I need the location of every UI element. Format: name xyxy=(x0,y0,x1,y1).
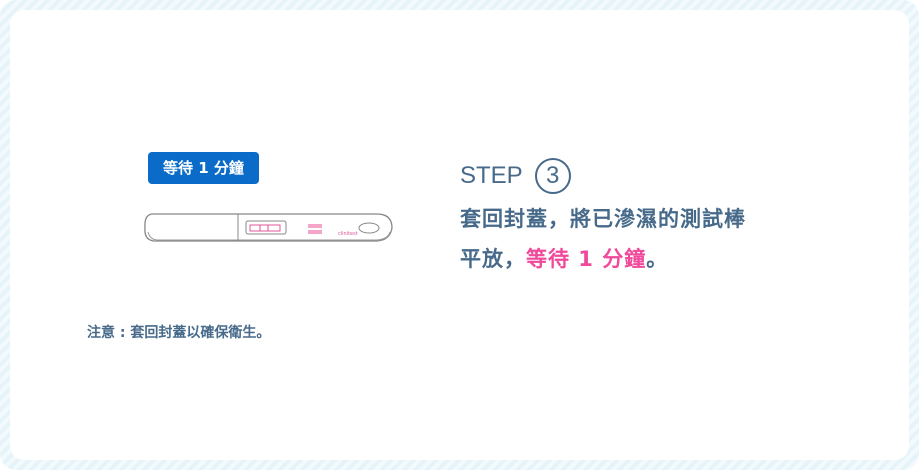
step-heading: STEP 3 xyxy=(460,158,571,194)
step-label: STEP xyxy=(460,162,523,189)
instruction-line-1: 套回封蓋，將已滲濕的測試棒 xyxy=(460,207,746,231)
test-stick-illustration: clinitest xyxy=(144,213,393,242)
instruction-suffix: 。 xyxy=(646,247,669,271)
instruction-highlight: 等待 1 分鐘 xyxy=(526,247,647,271)
hygiene-note: 注意 : 套回封蓋以確保衛生。 xyxy=(87,325,271,341)
step-number: 3 xyxy=(534,158,571,194)
instruction-line-2: 平放，等待 1 分鐘。 xyxy=(460,243,668,273)
svg-text:clinitest: clinitest xyxy=(338,231,358,237)
instruction-prefix: 平放， xyxy=(460,247,526,271)
wait-badge: 等待 1 分鐘 xyxy=(148,152,259,184)
